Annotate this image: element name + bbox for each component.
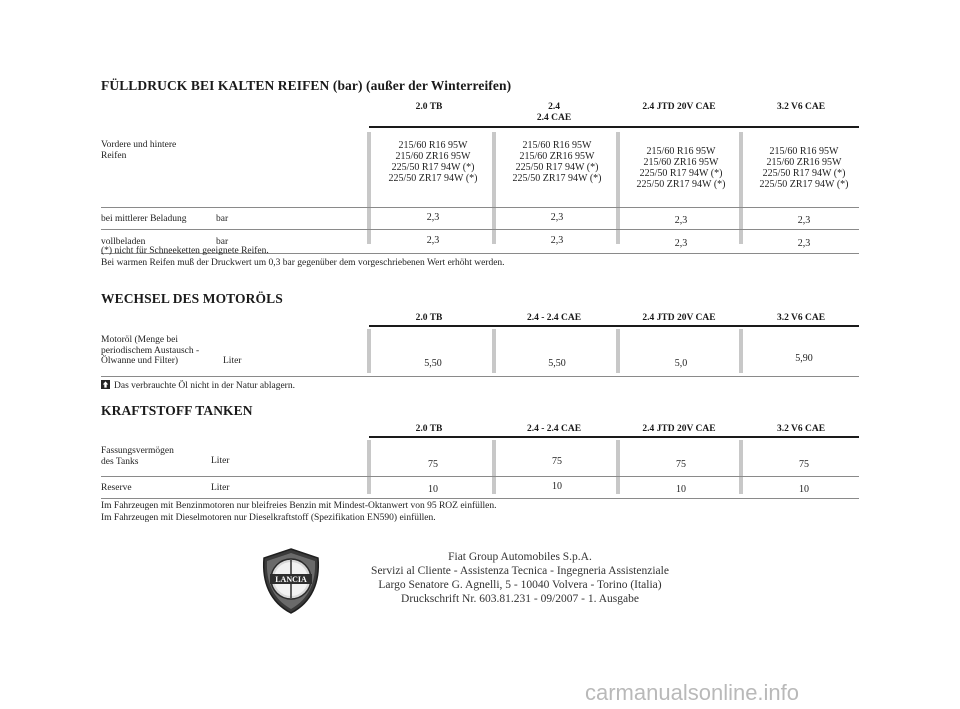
table-row: vollbeladen bar 2,3 2,3 2,3 2,3: [101, 230, 859, 254]
note-line: Das verbrauchte Öl nicht in der Natur ab…: [114, 381, 295, 391]
header-2-0-tb: 2.0 TB: [415, 424, 443, 434]
oil-table-header: 2.0 TB 2.4 - 2.4 CAE 2.4 JTD 20V CAE 3.2…: [101, 313, 859, 327]
svg-text:LANCIA: LANCIA: [275, 575, 307, 584]
footer-line: Druckschrift Nr. 603.81.231 - 09/2007 - …: [401, 593, 639, 605]
oil-note: Das verbrauchte Öl nicht in der Natur ab…: [101, 380, 295, 393]
table-row: Motoröl (Menge bei periodischem Austausc…: [101, 329, 859, 377]
cell-value: 10: [552, 481, 562, 492]
cell-value: 2,3: [674, 238, 688, 249]
cell-value: 5,90: [795, 353, 813, 364]
oil-table: 2.0 TB 2.4 - 2.4 CAE 2.4 JTD 20V CAE 3.2…: [101, 313, 859, 377]
column-bar: [492, 132, 496, 244]
column-bar: [492, 440, 496, 494]
table-row: Fassungsvermögen des Tanks Liter 75 75 7…: [101, 440, 859, 477]
tire-pressure-title: FÜLLDRUCK BEI KALTEN REIFEN (bar) (außer…: [101, 78, 512, 93]
cell-value: 5,50: [548, 358, 566, 369]
oil-change-title: WECHSEL DES MOTORÖLS: [101, 291, 283, 306]
header-2-4: 2.4 - 2.4 CAE: [526, 313, 582, 323]
row-unit: Liter: [223, 356, 242, 366]
cell-value: 75: [676, 459, 686, 470]
watermark: carmanualsonline.info: [585, 680, 800, 705]
cell-value: 2,3: [674, 215, 688, 226]
table-row: Vordere und hintere Reifen 215/60 R16 95…: [101, 136, 859, 208]
header-3-2-v6: 3.2 V6 CAE: [776, 424, 826, 434]
cell-value: 75: [799, 459, 809, 470]
cell-value: 5,0: [674, 358, 688, 369]
cell-value: 215/60 R16 95W 215/60 ZR16 95W 225/50 R1…: [759, 146, 849, 190]
row-label: Reserve: [101, 483, 132, 493]
header-2-0-tb: 2.0 TB: [415, 102, 443, 112]
cell-value: 2,3: [797, 215, 811, 226]
cell-value: 2,3: [797, 238, 811, 249]
header-3-2-v6: 3.2 V6 CAE: [776, 102, 826, 112]
column-bar: [739, 329, 743, 373]
note-line: (*) nicht für Schneeketten geeignete Rei…: [101, 246, 269, 256]
note-line: Im Fahrzeugen mit Dieselmotoren nur Dies…: [101, 512, 436, 523]
column-bar: [616, 440, 620, 494]
fuel-table-header: 2.0 TB 2.4 - 2.4 CAE 2.4 JTD 20V CAE 3.2…: [101, 424, 859, 438]
column-bar: [739, 132, 743, 244]
table-row: bei mittlerer Beladung bar 2,3 2,3 2,3 2…: [101, 208, 859, 230]
note-line: Bei warmen Reifen muß der Druckwert um 0…: [101, 257, 505, 268]
column-bar: [616, 132, 620, 244]
row-label: Vordere und hintere Reifen: [101, 140, 177, 161]
cell-value: 215/60 R16 95W 215/60 ZR16 95W 225/50 R1…: [388, 140, 478, 184]
header-2-4-jtd: 2.4 JTD 20V CAE: [642, 313, 716, 323]
cell-value: 2,3: [550, 235, 564, 246]
column-bar: [739, 440, 743, 494]
column-bar: [367, 440, 371, 494]
tire-notes: (*) nicht für Schneeketten geeignete Rei…: [101, 246, 505, 269]
header-2-0-tb: 2.0 TB: [415, 313, 443, 323]
fuel-table: 2.0 TB 2.4 - 2.4 CAE 2.4 JTD 20V CAE 3.2…: [101, 424, 859, 499]
cell-value: 215/60 R16 95W 215/60 ZR16 95W 225/50 R1…: [512, 140, 602, 184]
cell-value: 2,3: [426, 212, 440, 223]
header-rule: [369, 126, 859, 128]
header-3-2-v6: 3.2 V6 CAE: [776, 313, 826, 323]
row-unit: bar: [216, 214, 229, 224]
column-bar: [492, 329, 496, 373]
cell-value: 2,3: [550, 212, 564, 223]
fuel-title: KRAFTSTOFF TANKEN: [101, 403, 253, 418]
cell-value: 75: [428, 459, 438, 470]
header-2-4-jtd: 2.4 JTD 20V CAE: [642, 102, 716, 112]
column-bar: [367, 132, 371, 244]
recycle-icon: [101, 380, 110, 389]
header-rule: [369, 325, 859, 327]
header-2-4: 2.4 - 2.4 CAE: [526, 424, 582, 434]
lancia-logo: LANCIA: [262, 548, 320, 614]
cell-value: 10: [799, 484, 809, 495]
header-2-4-jtd: 2.4 JTD 20V CAE: [642, 424, 716, 434]
footer-line: Largo Senatore G. Agnelli, 5 - 10040 Vol…: [378, 579, 662, 591]
publisher-info: Fiat Group Automobiles S.p.A. Servizi al…: [320, 550, 720, 606]
row-label: bei mittlerer Beladung: [101, 214, 187, 224]
row-unit: bar: [216, 237, 229, 247]
cell-value: 5,50: [424, 358, 442, 369]
row-unit: Liter: [211, 483, 230, 493]
note-line: Im Fahrzeugen mit Benzinmotoren nur blei…: [101, 501, 497, 511]
header-rule: [369, 436, 859, 438]
cell-value: 75: [552, 456, 562, 467]
fuel-notes: Im Fahrzeugen mit Benzinmotoren nur blei…: [101, 501, 496, 524]
footer-line: Servizi al Cliente - Assistenza Tecnica …: [371, 565, 669, 577]
cell-value: 10: [676, 484, 686, 495]
column-bar: [367, 329, 371, 373]
row-label: Fassungsvermögen des Tanks: [101, 446, 174, 467]
row-label: Motoröl (Menge bei periodischem Austausc…: [101, 335, 200, 366]
column-bar: [616, 329, 620, 373]
cell-value: 2,3: [426, 235, 440, 246]
footer-line: Fiat Group Automobiles S.p.A.: [448, 551, 592, 563]
row-label: vollbeladen: [101, 237, 146, 247]
cell-value: 215/60 R16 95W 215/60 ZR16 95W 225/50 R1…: [636, 146, 726, 190]
table-row: Reserve Liter 10 10 10 10: [101, 477, 859, 499]
row-unit: Liter: [211, 456, 230, 466]
cell-value: 10: [428, 484, 438, 495]
